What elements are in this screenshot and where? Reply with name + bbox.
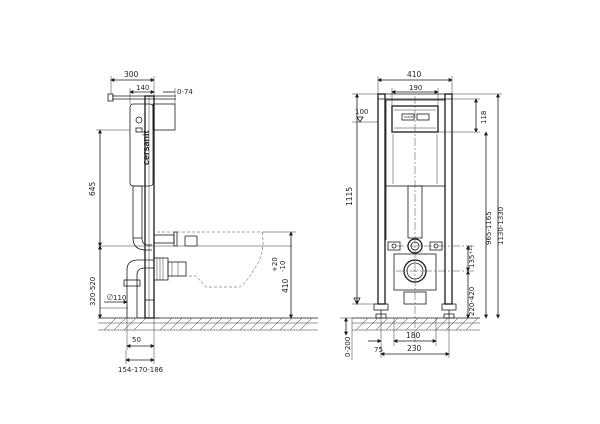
dim-220-420: 220-420: [468, 287, 476, 316]
dim-135: 135+15: [468, 245, 476, 268]
dim-75: 75: [374, 346, 383, 354]
dim-300: 300: [124, 70, 139, 79]
svg-text:VALVE: VALVE: [404, 115, 413, 119]
dim-50: 50: [132, 336, 141, 344]
dim-320-520: 320-520: [89, 277, 97, 306]
dim-1130-1330: 1130-1330: [497, 207, 505, 245]
dim-118: 118: [480, 111, 488, 124]
side-bowl: [157, 231, 264, 288]
dim-0-200: 0-200: [344, 337, 352, 357]
side-floor: [98, 317, 318, 331]
dim-410-height: 410: [281, 278, 290, 293]
dim-645: 645: [88, 181, 97, 196]
dim-154-170-186: 154-170-186: [118, 366, 164, 374]
side-frame: [107, 93, 176, 319]
dim-190: 190: [409, 84, 422, 92]
dim-140: 140: [136, 84, 149, 92]
dim-minus-10: -10: [279, 261, 287, 272]
dim-diameter-110: 110: [104, 294, 128, 304]
brand-logo: cersanit: [141, 130, 151, 165]
dim-plus-20: +20: [271, 257, 279, 272]
dim-1115: 1115: [345, 187, 354, 206]
dim-965-1165: 965-1165: [485, 211, 493, 245]
dim-0-74: 0-74: [177, 88, 193, 96]
front-floor: [352, 317, 480, 331]
dim-100: 100: [355, 108, 368, 116]
front-view: VALVE: [340, 70, 505, 360]
dim-180: 180: [406, 331, 421, 340]
dim-230: 230: [407, 344, 422, 353]
svg-text:110: 110: [113, 294, 126, 302]
dim-410-width: 410: [407, 70, 422, 79]
side-view: cersanit 300 1: [88, 70, 318, 374]
